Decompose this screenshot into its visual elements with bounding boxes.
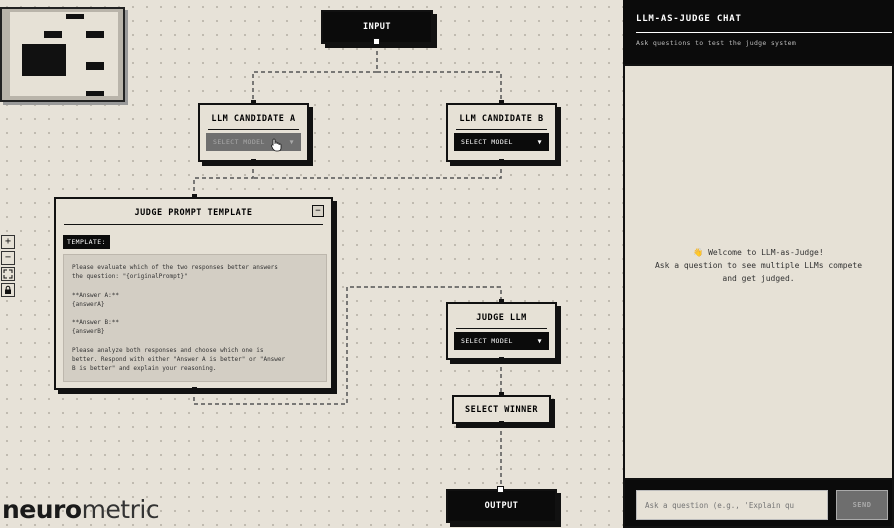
welcome-line-3: and get judged.: [722, 274, 795, 283]
logo-light: metric: [81, 495, 160, 524]
template-textarea[interactable]: Please evaluate which of the two respons…: [63, 254, 327, 382]
judge-prompt-input-port[interactable]: [192, 194, 197, 199]
minimap[interactable]: [0, 7, 125, 102]
judge-llm-select-label: SELECT MODEL: [461, 337, 513, 345]
welcome-heading: Welcome to LLM-as-Judge!: [708, 248, 824, 257]
fit-view-icon[interactable]: [1, 267, 15, 281]
minimap-node: [66, 14, 84, 19]
minimap-node: [86, 91, 104, 96]
llm-candidate-a-node[interactable]: LLM CANDIDATE A SELECT MODEL ▼: [198, 103, 309, 162]
candidate-b-output-port[interactable]: [499, 159, 504, 164]
welcome-line-2: Ask a question to see multiple LLMs comp…: [654, 261, 863, 270]
judge-prompt-divider: [64, 224, 323, 225]
judge-llm-divider: [456, 328, 547, 329]
edge-a-prompt: [193, 162, 254, 197]
select-winner-label: SELECT WINNER: [464, 404, 539, 415]
llm-candidate-b-node[interactable]: LLM CANDIDATE B SELECT MODEL ▼: [446, 103, 557, 162]
zoom-out-button[interactable]: −: [1, 251, 15, 265]
chat-title: LLM-AS-JUDGE CHAT: [636, 14, 742, 24]
candidate-a-input-port[interactable]: [251, 100, 256, 105]
select-winner-output-port[interactable]: [499, 421, 504, 426]
candidate-b-input-port[interactable]: [499, 100, 504, 105]
minimap-node: [44, 31, 62, 38]
candidate-a-divider: [208, 129, 299, 130]
judge-llm-output-port[interactable]: [499, 357, 504, 362]
minimap-node: [86, 62, 104, 70]
judge-prompt-template-node[interactable]: JUDGE PROMPT TEMPLATE − TEMPLATE: Please…: [54, 197, 333, 390]
judge-llm-title: JUDGE LLM: [476, 313, 527, 323]
edge-input-b: [377, 71, 502, 102]
lock-glyph: [5, 285, 11, 294]
template-line: **Answer B:**: [72, 319, 119, 327]
hand-cursor-icon: [271, 138, 282, 152]
template-line: [72, 337, 318, 346]
logo-bold: neuro: [2, 495, 82, 524]
chat-question-input[interactable]: [636, 490, 828, 520]
template-line: {answerA}: [72, 300, 105, 308]
input-node-label: INPUT: [362, 22, 392, 32]
judge-prompt-output-port[interactable]: [192, 387, 197, 392]
chevron-down-icon: ▼: [289, 138, 294, 146]
template-line: better. Respond with either "Answer A is…: [72, 355, 286, 363]
minimap-node: [22, 44, 66, 76]
edge-b-prompt: [253, 162, 502, 179]
output-node-label: OUTPUT: [484, 501, 519, 511]
judge-llm-node[interactable]: JUDGE LLM SELECT MODEL ▼: [446, 302, 557, 360]
template-line: [72, 281, 318, 290]
edges-layer: [193, 44, 502, 489]
template-line: the question: "{originalPrompt}": [72, 273, 188, 281]
workflow-canvas[interactable]: + − INPUT LLM CANDIDATE A SELECT MODEL ▼…: [0, 0, 623, 528]
zoom-in-button[interactable]: +: [1, 235, 15, 249]
chat-header-divider: [636, 32, 892, 33]
fit-view-glyph: [3, 269, 13, 279]
collapse-button[interactable]: −: [312, 205, 324, 217]
chevron-down-icon: ▼: [537, 138, 542, 146]
welcome-line-1: 👋 Welcome to LLM-as-Judge!: [625, 246, 892, 259]
input-output-port[interactable]: [373, 38, 380, 45]
minimap-node: [86, 31, 104, 38]
output-input-port[interactable]: [497, 486, 504, 493]
candidate-a-title: LLM CANDIDATE A: [211, 114, 296, 124]
chat-subtitle: Ask questions to test the judge system: [636, 39, 797, 47]
select-winner-input-port[interactable]: [499, 392, 504, 397]
judge-llm-input-port[interactable]: [499, 299, 504, 304]
template-tag: TEMPLATE:: [63, 235, 110, 249]
candidate-b-select-label: SELECT MODEL: [461, 138, 513, 146]
edge-prompt-judge: [193, 286, 502, 405]
chat-panel: LLM-AS-JUDGE CHAT Ask questions to test …: [623, 0, 894, 528]
candidate-a-select-label: SELECT MODEL: [213, 138, 265, 146]
chat-input-bar: SEND: [625, 480, 892, 526]
wave-icon: 👋: [693, 248, 704, 257]
judge-prompt-title: JUDGE PROMPT TEMPLATE: [134, 208, 253, 218]
candidate-a-model-select[interactable]: SELECT MODEL ▼: [206, 133, 301, 151]
chat-header: LLM-AS-JUDGE CHAT Ask questions to test …: [623, 0, 894, 64]
edge-input-a: [252, 44, 378, 102]
output-node[interactable]: OUTPUT: [446, 489, 557, 523]
select-winner-node[interactable]: SELECT WINNER: [452, 395, 551, 424]
lock-icon[interactable]: [1, 283, 15, 297]
neurometric-logo: neurometric: [2, 495, 160, 525]
template-line: [72, 309, 318, 318]
template-line: **Answer A:**: [72, 291, 119, 299]
candidate-a-output-port[interactable]: [251, 159, 256, 164]
judge-llm-model-select[interactable]: SELECT MODEL ▼: [454, 332, 549, 350]
template-line: B is better" and explain your reasoning.: [72, 365, 217, 373]
candidate-b-title: LLM CANDIDATE B: [459, 114, 544, 124]
candidate-b-model-select[interactable]: SELECT MODEL ▼: [454, 133, 549, 151]
template-line: Please evaluate which of the two respons…: [72, 264, 278, 271]
candidate-b-divider: [456, 129, 547, 130]
chevron-down-icon: ▼: [537, 337, 542, 345]
chat-messages[interactable]: 👋 Welcome to LLM-as-Judge! Ask a questio…: [625, 66, 892, 478]
template-line: {answerB}: [72, 328, 105, 336]
send-button[interactable]: SEND: [836, 490, 888, 520]
welcome-message: 👋 Welcome to LLM-as-Judge! Ask a questio…: [625, 246, 892, 285]
template-line: Please analyze both responses and choose…: [72, 346, 264, 354]
